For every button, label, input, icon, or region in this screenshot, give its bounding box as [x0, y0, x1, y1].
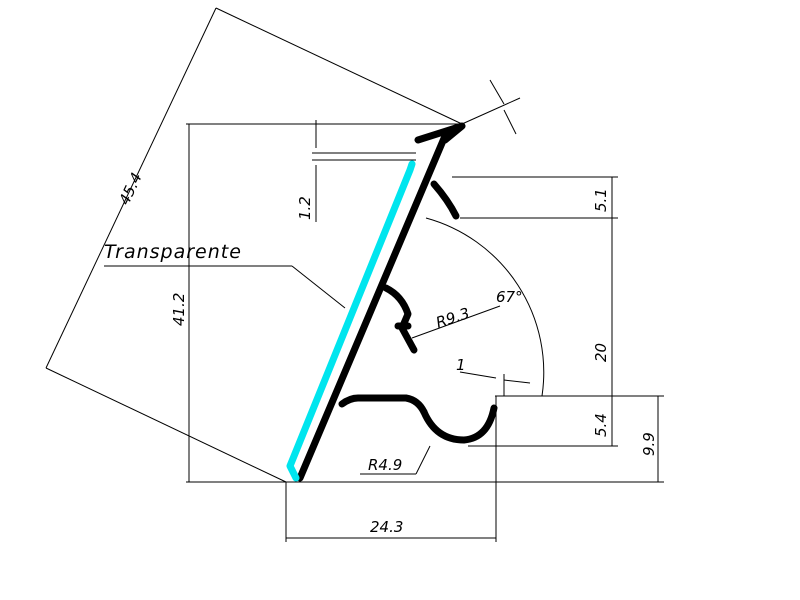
dim-radius-small: R4.9: [368, 456, 402, 474]
dim-clip-gap: 1: [456, 356, 466, 374]
dim-lip-offset: 1.2: [296, 196, 314, 220]
dim-diagonal-length: 45.4: [115, 170, 145, 208]
transparent-panel: [286, 160, 416, 482]
dim-middle-span: 20: [592, 343, 610, 362]
dim-base-height: 9.9: [640, 432, 658, 456]
label-transparent: Transparente: [104, 241, 242, 263]
dim-total-height: 41.2: [170, 293, 188, 326]
dimension-lines: [45, 7, 664, 542]
dim-base-width: 24.3: [370, 518, 403, 536]
aluminium-profile: [296, 122, 498, 482]
dim-radius-large: R9.3: [434, 304, 472, 332]
dim-base-clip: 5.4: [592, 413, 610, 437]
dim-angle: 67°: [496, 288, 523, 306]
dim-top-clip: 5.1: [592, 188, 610, 212]
